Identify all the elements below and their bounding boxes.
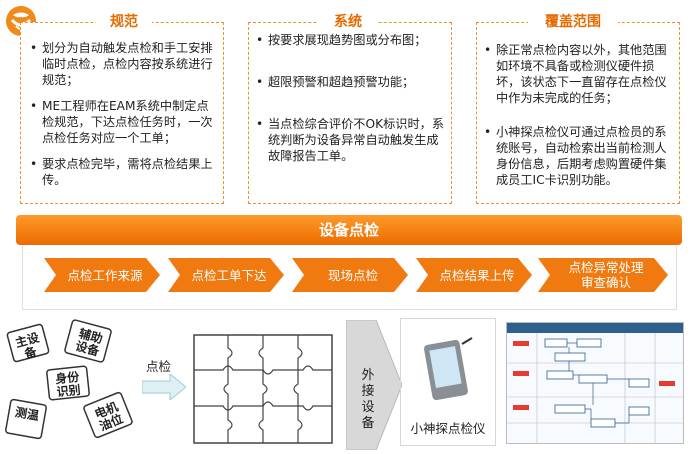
step-onsite: 现场点检	[292, 258, 408, 292]
list-item: 划分为自动触发点检和手工安排临时点检，点检内容按系统进行规范；	[30, 40, 220, 88]
external-device-arrow	[345, 319, 403, 454]
step-label: 点检异常处理审查确认	[568, 260, 644, 290]
chevron-shape	[538, 258, 668, 292]
list-item: 除正常点检内容以外，其他范围如环境不具备或检测仪硬件损坏，该状态下一直留存在点检…	[484, 42, 676, 106]
card-system	[248, 22, 452, 204]
card-system-list: 按要求展现趋势图或分布图； 超限预警和超趋预警功能； 当点检综合评价不OK标识时…	[256, 32, 446, 164]
card-system-title: 系统	[318, 11, 378, 31]
list-item: 超限预警和超趋预警功能；	[256, 74, 446, 90]
card-coverage-title: 覆盖范围	[528, 11, 618, 31]
chevron-shape	[44, 258, 160, 292]
step-source: 点检工作来源	[44, 258, 160, 292]
external-device-label: 外接设备	[361, 368, 375, 431]
card-norms-list: 划分为自动触发点检和手工安排临时点检，点检内容按系统进行规范； ME工程师在EA…	[30, 40, 220, 188]
process-banner: 设备点检	[16, 215, 682, 245]
chevron-shape	[416, 258, 532, 292]
puzzle-piece: 身份识别	[54, 369, 82, 400]
puzzle-pieces: 主设备 辅助设备 身份识别 测温 电机油位	[0, 318, 140, 454]
device-label: 小神探点检仪	[410, 421, 486, 436]
step-label: 点检工作来源	[67, 267, 143, 283]
step-upload: 点检结果上传	[416, 258, 532, 292]
step-exception: 点检异常处理审查确认	[538, 258, 668, 292]
step-label: 现场点检	[327, 267, 378, 283]
chevron-shape	[168, 258, 284, 292]
list-item: 按要求展现趋势图或分布图；	[256, 32, 446, 48]
card-coverage-list: 除正常点检内容以外，其他范围如环境不具备或检测仪硬件损坏，该状态下一直留存在点检…	[484, 42, 676, 188]
chevron-shape	[292, 258, 408, 292]
step-label: 点检结果上传	[439, 267, 515, 283]
list-item: 要求点检完毕，需将点检结果上传。	[30, 156, 220, 188]
tablet-icon	[424, 336, 476, 410]
assembled-puzzle	[193, 334, 333, 448]
list-item: 小神探点检仪可通过点检员的系统账号，自动检索出当前检测人身份信息，后期考虑购置硬…	[484, 124, 676, 188]
list-item: 当点检综合评价不OK标识时，系统判断为设备异常自动触发生成故障报告工单。	[256, 116, 446, 164]
device-panel	[400, 318, 496, 446]
flowchart-thumbnail	[506, 322, 684, 444]
card-norms-title: 规范	[96, 11, 152, 31]
step-label: 点检工单下达	[191, 267, 267, 283]
list-item: ME工程师在EAM系统中制定点检规范，下达点检任务时，一次点检任务对应一个工单；	[30, 98, 220, 146]
inspect-arrow-icon	[141, 372, 187, 404]
banner-title: 设备点检	[318, 221, 379, 239]
step-dispatch: 点检工单下达	[168, 258, 284, 292]
inspect-arrow-label: 点检	[146, 359, 172, 374]
